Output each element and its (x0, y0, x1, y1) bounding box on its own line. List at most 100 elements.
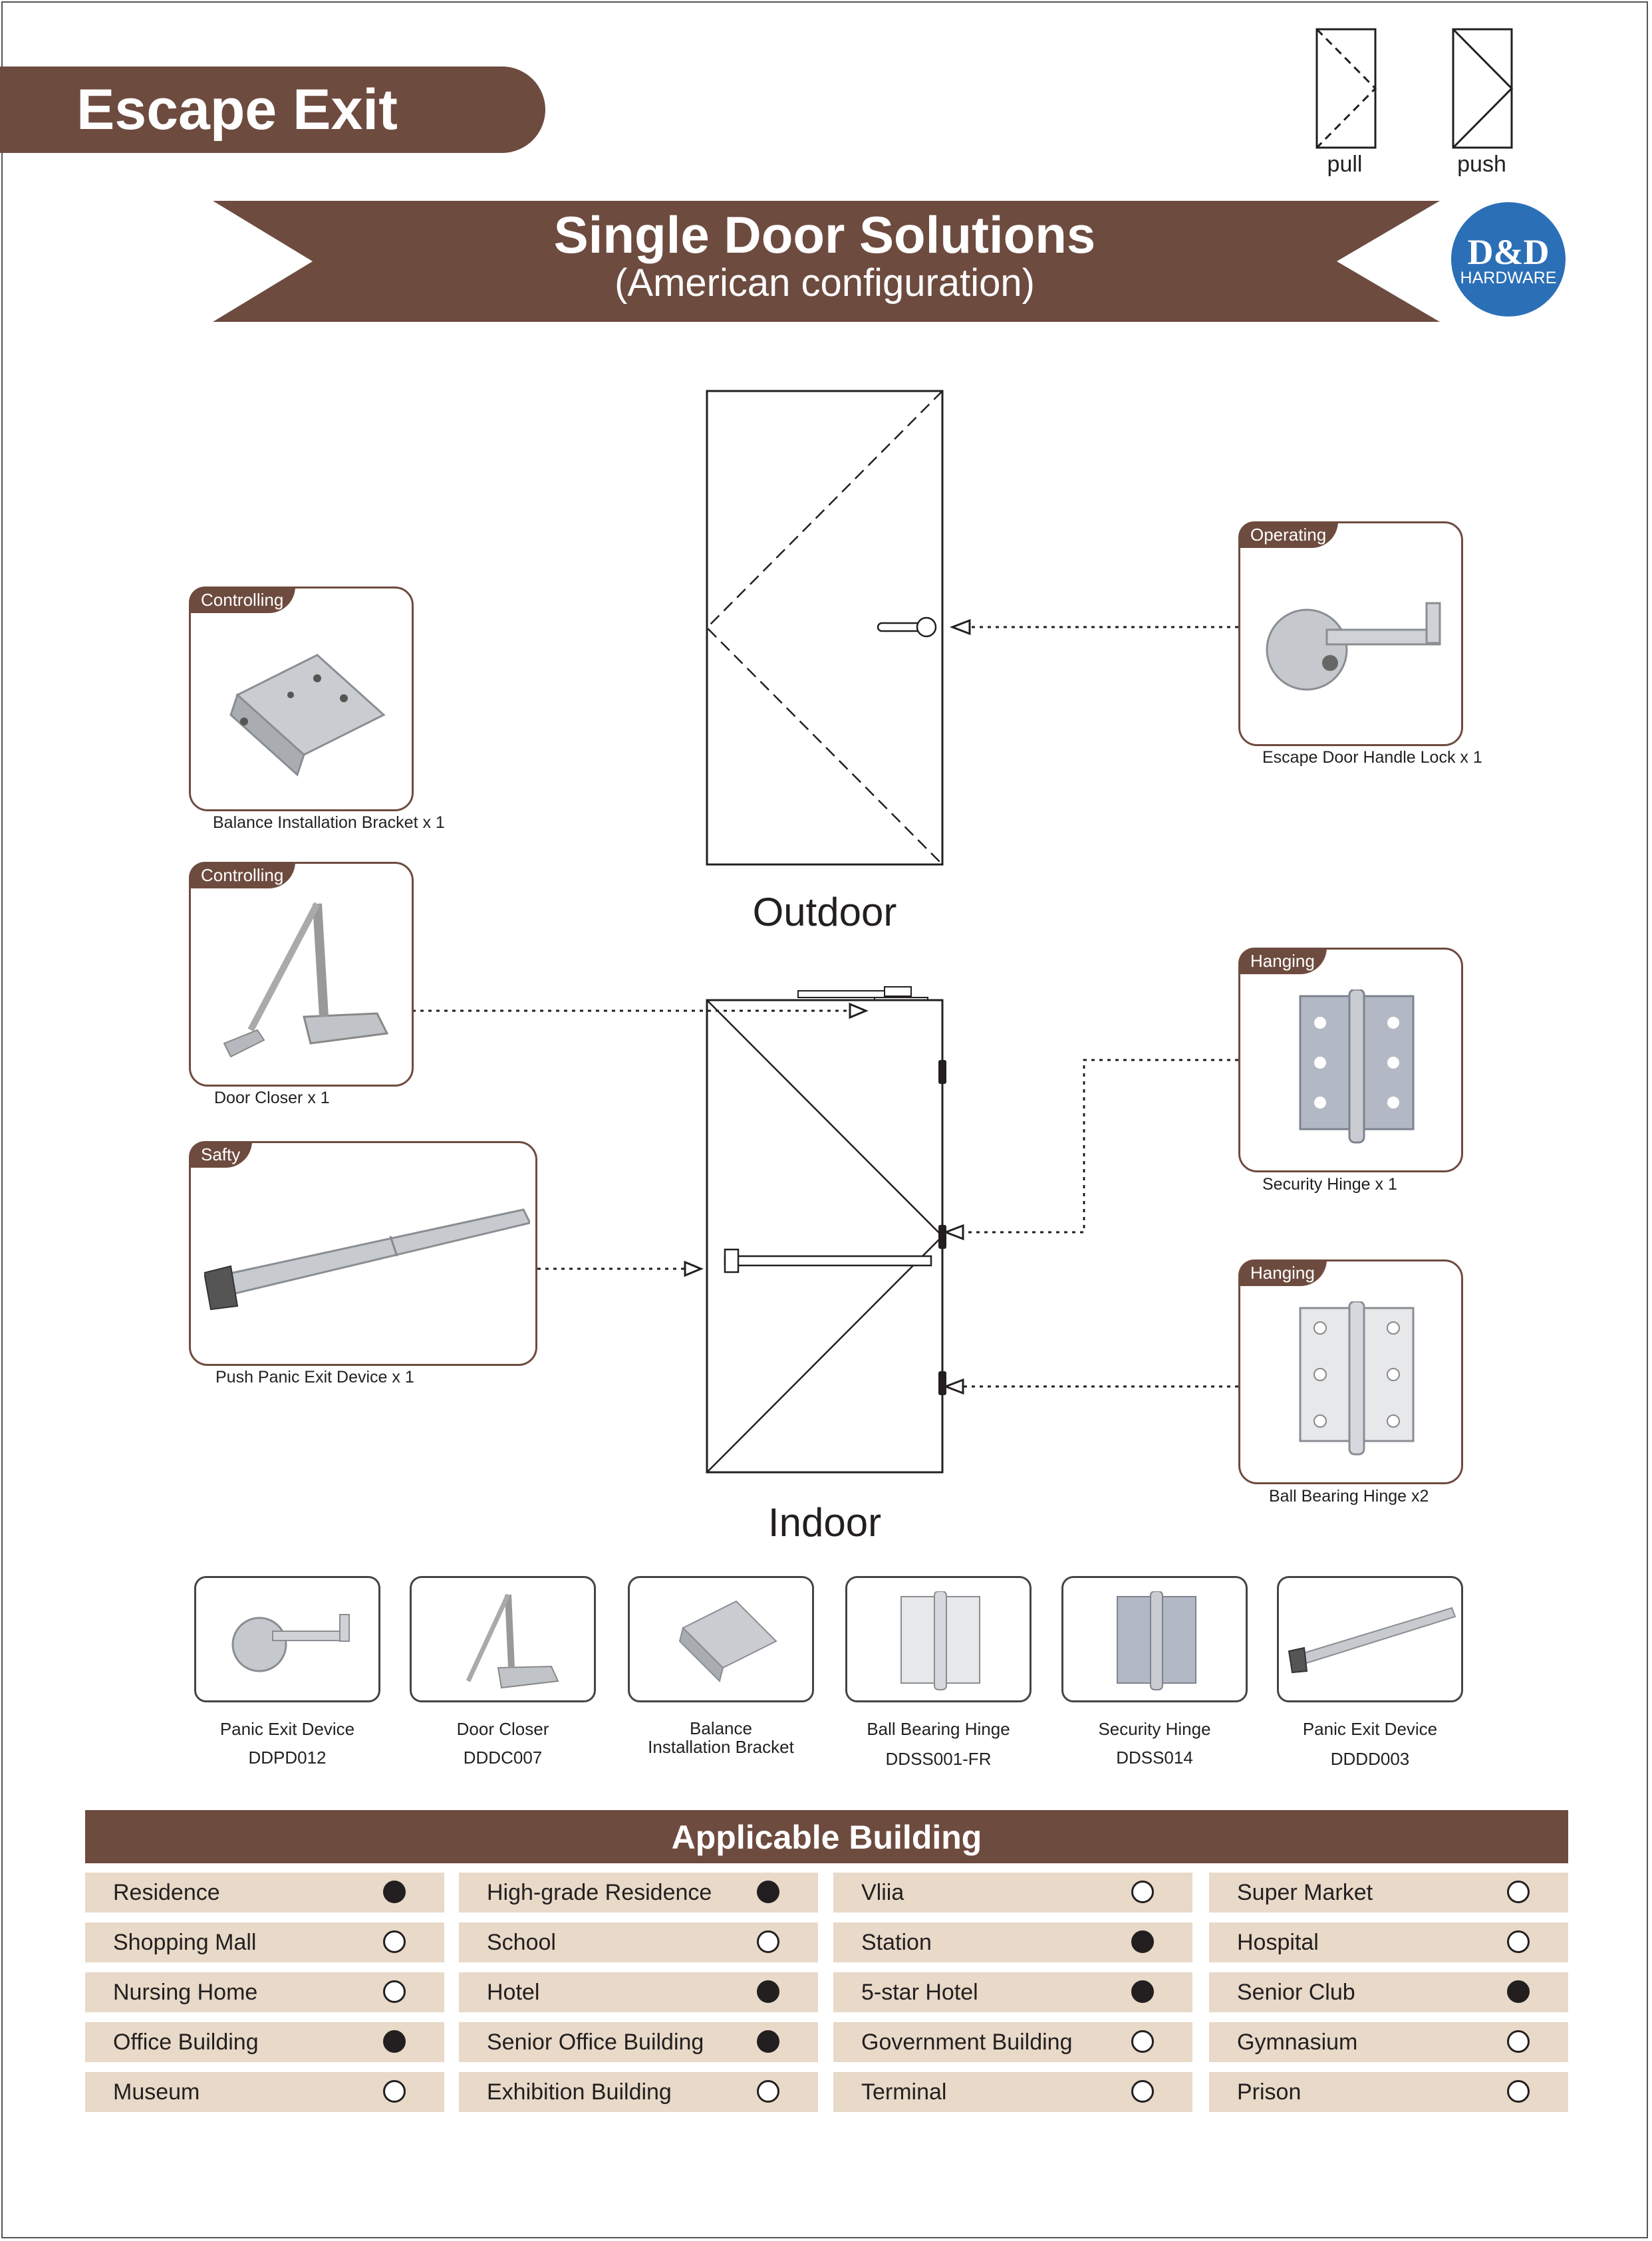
empty-circle-icon (757, 2080, 779, 2103)
product-card-panic-exit-device[interactable] (194, 1576, 380, 1702)
banner-subtitle: (American configuration) (615, 261, 1035, 305)
building-label: Office Building (113, 2030, 259, 2055)
push-icon (1452, 28, 1514, 149)
filled-circle-icon (757, 1980, 779, 2003)
card-tab: Hanging (1238, 948, 1327, 974)
brand-logo (1451, 202, 1566, 317)
empty-circle-icon (383, 1930, 406, 1953)
ribbon-banner (213, 201, 1440, 322)
empty-circle-icon (1131, 1881, 1154, 1903)
building-label: Gymnasium (1237, 2030, 1358, 2055)
card-tab: Operating (1238, 521, 1339, 548)
hinge-mark-bottom (938, 1371, 946, 1395)
applicable-title: Applicable Building (671, 1819, 982, 1856)
applicable-header (85, 1810, 1568, 1863)
empty-circle-icon (757, 1930, 779, 1953)
building-label: High-grade Residence (487, 1880, 712, 1905)
card-tab: Safty (189, 1141, 253, 1168)
product-name: Panic Exit Device (219, 1719, 355, 1739)
product-name: Ball Bearing Hinge (867, 1719, 1010, 1739)
product-code: DDDC007 (463, 1748, 543, 1768)
component-caption: Escape Door Handle Lock x 1 (1262, 748, 1482, 767)
indoor-label: Indoor (767, 1500, 882, 1545)
building-cell: Residence (85, 1873, 444, 1912)
pull-label: pull (1327, 152, 1363, 177)
pull-push-legend (1315, 28, 1377, 149)
building-cell: Terminal (833, 2072, 1192, 2112)
building-cell: Senior Club (1209, 1972, 1568, 2012)
component-card-lever-lock: Operating (1238, 521, 1463, 746)
empty-circle-icon (1131, 2030, 1154, 2053)
filled-circle-icon (1131, 1930, 1154, 1953)
product-name: Panic Exit Device (1302, 1719, 1438, 1739)
building-label: 5-star Hotel (861, 1980, 978, 2005)
building-label: School (487, 1930, 556, 1955)
product-card-push-panic-device[interactable] (1277, 1576, 1463, 1702)
building-label: Super Market (1237, 1880, 1373, 1905)
product-card-ball-bearing-hinge[interactable] (845, 1576, 1032, 1702)
outdoor-label: Outdoor (752, 890, 897, 934)
logo-sub-text: HARDWARE (1460, 269, 1557, 287)
building-label: Hotel (487, 1980, 540, 2005)
filled-circle-icon (1507, 1980, 1530, 2003)
banner-title: Single Door Solutions (553, 205, 1096, 264)
card-tab: Controlling (189, 587, 296, 613)
building-cell: Exhibition Building (459, 2072, 818, 2112)
empty-circle-icon (1507, 2030, 1530, 2053)
building-label: Terminal (861, 2079, 947, 2105)
bracket-icon (229, 654, 386, 777)
component-card-ball-bearing-hinge: Hanging (1238, 1259, 1463, 1484)
hinge-icon (900, 1591, 980, 1690)
component-caption: Balance Installation Bracket x 1 (213, 813, 445, 832)
component-card-closer: Controlling (189, 862, 414, 1087)
building-cell: School (459, 1922, 818, 1962)
product-name: Door Closer (456, 1719, 549, 1739)
panic-bar-icon (1288, 1607, 1456, 1674)
component-caption: Push Panic Exit Device x 1 (215, 1368, 414, 1386)
product-code: DDPD012 (248, 1748, 327, 1768)
empty-circle-icon (1507, 1930, 1530, 1953)
building-label: Government Building (861, 2030, 1073, 2055)
empty-circle-icon (383, 1980, 406, 2003)
building-label: Exhibition Building (487, 2079, 672, 2105)
hinge-icon (1299, 989, 1415, 1144)
component-caption: Door Closer x 1 (214, 1089, 330, 1107)
filled-circle-icon (383, 2030, 406, 2053)
filled-circle-icon (757, 1881, 779, 1903)
card-tab: Hanging (1238, 1259, 1327, 1286)
building-label: Shopping Mall (113, 1930, 257, 1955)
product-card-balance-bracket[interactable] (628, 1576, 814, 1702)
product-code: DDSS014 (1116, 1748, 1193, 1768)
lever-lock-icon (231, 1614, 350, 1672)
building-cell: Museum (85, 2072, 444, 2112)
building-cell: Office Building (85, 2022, 444, 2062)
empty-circle-icon (1507, 1881, 1530, 1903)
hinge-icon (1299, 1301, 1415, 1456)
product-code: DDDD003 (1330, 1749, 1410, 1769)
building-cell: Station (833, 1922, 1192, 1962)
building-label: Nursing Home (113, 1980, 258, 2005)
filled-circle-icon (757, 2030, 779, 2053)
product-name: Security Hinge (1098, 1719, 1211, 1739)
building-cell: 5-star Hotel (833, 1972, 1192, 2012)
building-cell: Vliia (833, 1873, 1192, 1912)
component-card-bracket: Controlling (189, 587, 414, 811)
building-cell: Hospital (1209, 1922, 1568, 1962)
component-card-security-hinge: Hanging (1238, 948, 1463, 1172)
hinge-mark-middle (938, 1225, 946, 1249)
building-label: Vliia (861, 1880, 904, 1905)
empty-circle-icon (1131, 2080, 1154, 2103)
product-card-door-closer[interactable] (410, 1576, 596, 1702)
empty-circle-icon (383, 2080, 406, 2103)
title-band (0, 66, 545, 153)
panic-bar-on-door-icon (724, 1248, 932, 1273)
building-cell: Hotel (459, 1972, 818, 2012)
component-caption: Security Hinge x 1 (1262, 1175, 1397, 1194)
product-card-security-hinge[interactable] (1061, 1576, 1248, 1702)
outdoor-door-diagram (706, 390, 944, 866)
building-cell: Gymnasium (1209, 2022, 1568, 2062)
building-cell: Nursing Home (85, 1972, 444, 2012)
door-handle-icon (877, 616, 937, 638)
pull-icon (1315, 28, 1377, 149)
